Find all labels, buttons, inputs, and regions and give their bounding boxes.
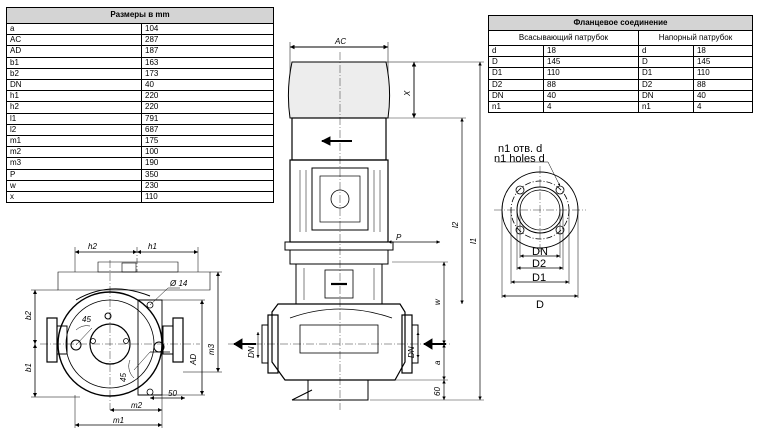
label-fifty: 50 [168,389,177,398]
label-flange-dn: DN [532,246,548,258]
label-flange-d: D [536,299,544,311]
label-dn-right: DN [407,346,416,358]
pump-top-view [31,247,222,428]
label-angle45b: 45 [119,373,128,382]
label-w: w [433,298,442,305]
label-m1: m1 [113,416,124,425]
label-b1: b1 [24,363,33,372]
label-n1-holes-ru: n1 отв. d [498,143,542,155]
flange-table-title: Фланцевое соединение [488,15,753,31]
label-x: X [403,90,412,97]
dimension-value: 110 [141,191,274,204]
label-b2: b2 [24,311,33,320]
label-a: a [433,360,442,365]
discharge-param-value: 4 [692,101,754,114]
label-dn-left: DN [247,346,256,358]
suction-param-name: n1 [488,101,544,114]
label-flange-d2: D2 [532,258,546,270]
dimensions-table-title: Размеры в mm [6,7,274,24]
label-ad: AD [189,354,198,366]
label-h2: h2 [88,242,97,251]
pump-front-view [228,42,484,410]
flange-view [494,161,586,298]
label-h1: h1 [148,242,157,251]
dimension-name: x [6,191,142,204]
label-ac: AC [334,37,346,46]
label-m3: m3 [207,343,216,355]
suction-param-value: 4 [543,101,639,114]
discharge-param-value: 145 [692,56,754,69]
label-flange-d1: D1 [532,272,546,284]
label-p: P [396,233,402,242]
label-m2: m2 [131,401,143,410]
label-sixty: 60 [433,387,442,396]
label-phi14: Ø 14 [169,279,188,288]
flange-table: Фланцевое соединение Всасывающий патрубо… [488,15,754,114]
label-angle45a: 45 [82,315,91,324]
label-l1: l1 [469,238,478,244]
label-l2: l2 [451,221,460,228]
label-n1-holes-en: n1 holes d [494,153,545,165]
